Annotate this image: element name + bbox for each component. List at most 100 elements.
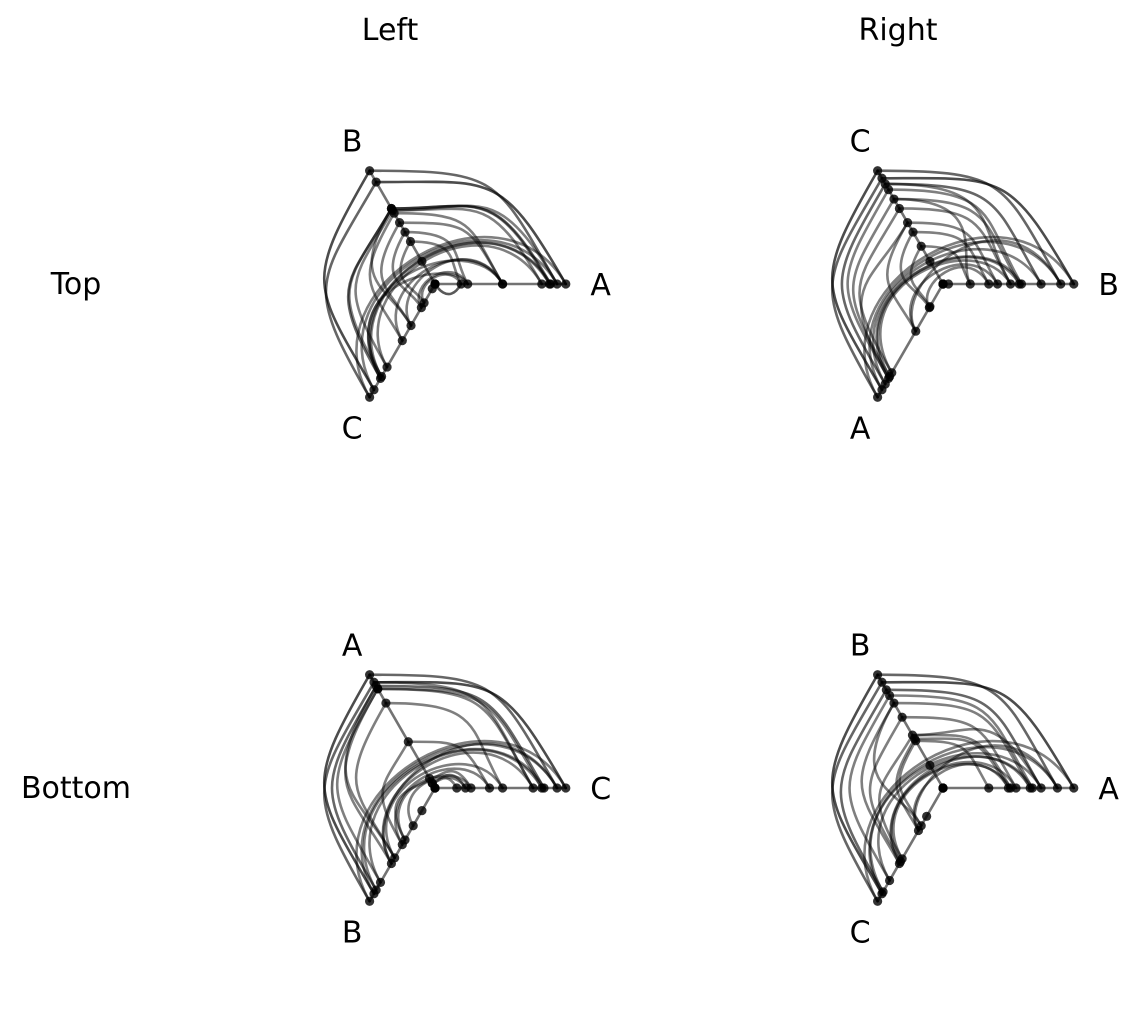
hive-panel-top-right: BCA: [830, 125, 1119, 446]
hive-node: [873, 392, 883, 402]
hive-edge: [344, 687, 393, 865]
hive-node: [984, 279, 994, 289]
axis-label-b: B: [342, 915, 363, 950]
hive-edge: [911, 727, 1043, 790]
hive-panel-bottom-right: ABC: [830, 629, 1119, 950]
hive-node: [873, 166, 883, 176]
hive-node: [908, 227, 918, 237]
hive-node: [1011, 783, 1021, 793]
hive-node: [925, 760, 935, 770]
hive-node: [369, 677, 379, 687]
axis-label-b: B: [342, 125, 363, 160]
hive-node: [463, 279, 473, 289]
hive-node: [1069, 783, 1079, 793]
hive-node: [938, 783, 948, 793]
hive-edge: [858, 207, 901, 375]
hive-edge: [876, 673, 1059, 790]
hive-node: [375, 877, 386, 887]
hive-node: [907, 730, 918, 740]
hive-node: [417, 256, 427, 266]
hive-node: [430, 783, 440, 793]
hive-edge: [322, 169, 376, 392]
hive-node: [539, 783, 549, 793]
hive-node: [873, 896, 883, 906]
hive-panel-bottom-left: CAB: [322, 629, 611, 950]
hive-node: [424, 773, 435, 784]
hive-node: [1005, 279, 1016, 289]
axis-label-a: A: [850, 411, 871, 446]
hive-node: [1056, 279, 1066, 289]
hive-node: [365, 670, 375, 680]
hive-node: [386, 203, 396, 214]
hive-edge: [876, 256, 1021, 378]
hive-node: [408, 821, 418, 831]
hive-edge: [878, 733, 914, 861]
column-title-right: Right: [859, 13, 938, 48]
hive-edge: [910, 238, 1063, 333]
hive-edge: [374, 180, 568, 286]
hive-node: [881, 685, 891, 695]
hive-edge: [860, 221, 909, 380]
hive-edge: [860, 701, 901, 865]
hive-edge: [879, 259, 1012, 375]
hive-node: [877, 385, 887, 395]
hive-edge: [385, 762, 504, 860]
axis-label-c: C: [850, 915, 871, 950]
hive-node: [877, 173, 887, 183]
hive-node: [497, 279, 508, 289]
hive-edge: [909, 244, 932, 308]
hive-node: [938, 279, 948, 289]
hive-node: [984, 783, 994, 793]
hive-node: [406, 320, 416, 331]
hive-node: [456, 279, 466, 289]
hive-node: [394, 218, 405, 228]
hive-panel-top-left: ABC: [322, 125, 611, 446]
hive-node: [497, 783, 508, 793]
hive-node: [400, 227, 410, 237]
hive-node: [897, 712, 907, 722]
hive-node: [382, 362, 392, 372]
hive-node: [873, 670, 883, 680]
hive-edge: [899, 230, 931, 309]
hive-node: [922, 811, 932, 821]
hive-node: [405, 236, 416, 247]
hive-edge: [868, 715, 904, 863]
axis-label-a: A: [590, 268, 611, 303]
hive-node: [417, 806, 427, 816]
hive-node: [913, 825, 924, 836]
hive-edge: [372, 680, 535, 790]
hive-edge: [830, 176, 884, 399]
hive-edge: [348, 207, 393, 378]
hive-node: [484, 783, 495, 793]
hive-edge: [887, 188, 1023, 286]
hive-edge: [391, 204, 559, 286]
axis-label-a: A: [342, 629, 363, 664]
hive-node: [894, 203, 905, 214]
hive-node: [894, 858, 905, 869]
hive-node: [369, 385, 379, 395]
hive-edge: [390, 204, 551, 286]
row-title-top: Top: [50, 267, 102, 302]
hive-node: [1052, 783, 1063, 793]
hive-node: [889, 698, 899, 708]
hive-node: [365, 166, 375, 176]
row-title-bottom: Bottom: [21, 771, 131, 806]
hive-node: [386, 858, 396, 869]
hive-edge: [906, 221, 999, 286]
hive-node: [545, 279, 556, 289]
hive-node: [916, 241, 926, 251]
hive-node: [403, 737, 413, 747]
hive-node: [427, 284, 437, 294]
hive-node: [552, 279, 562, 289]
hive-edge: [366, 272, 469, 378]
hive-edge: [830, 680, 884, 903]
hive-node: [397, 840, 407, 850]
hive-edge: [872, 701, 923, 828]
hive-edge: [381, 740, 410, 846]
hive-edge: [886, 221, 918, 333]
hive-edge: [368, 211, 404, 342]
hive-node: [537, 279, 547, 289]
axis-label-b: B: [1098, 268, 1119, 303]
hive-node: [924, 302, 934, 313]
